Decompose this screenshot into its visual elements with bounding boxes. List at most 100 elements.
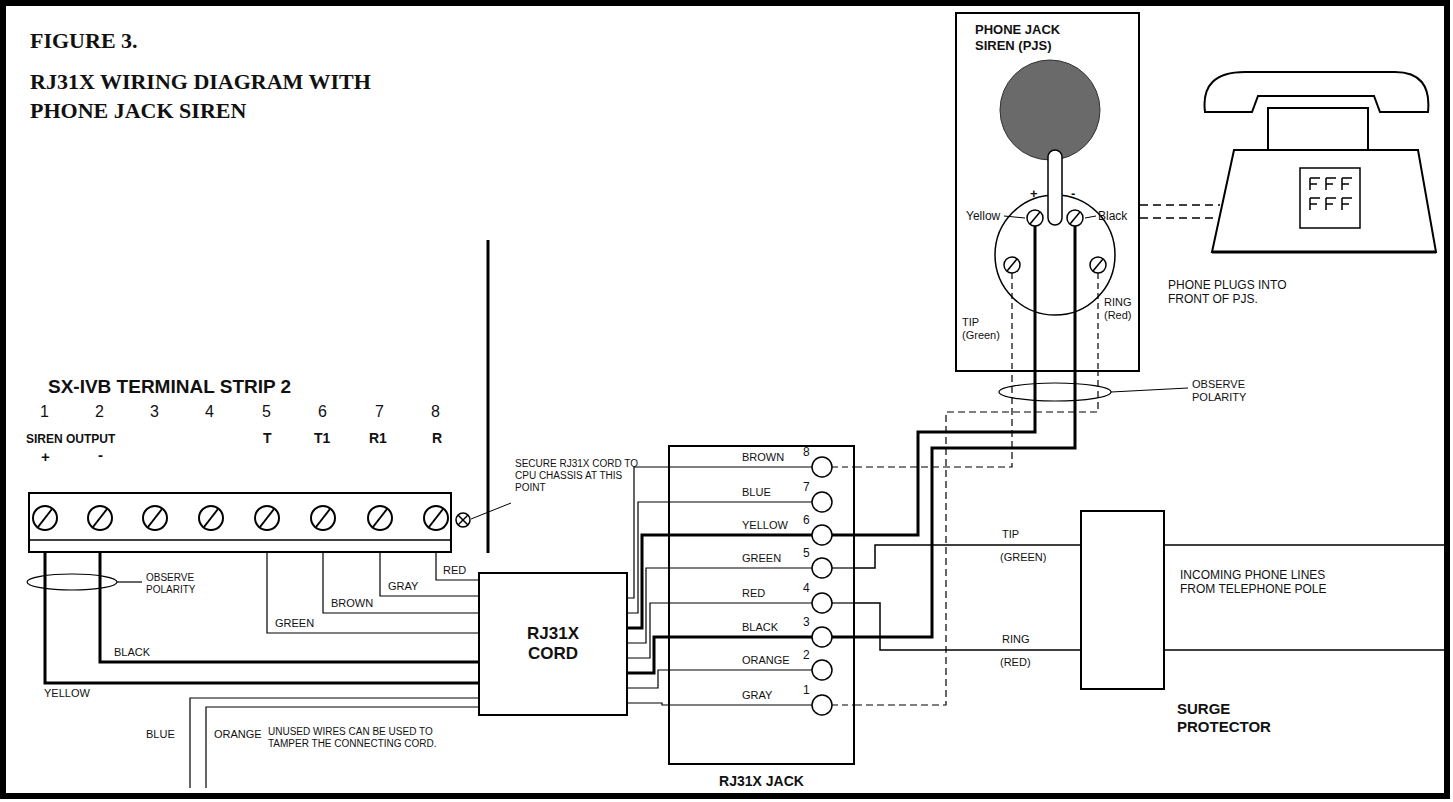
polarity-ellipses bbox=[27, 383, 1188, 590]
unused-wires bbox=[190, 698, 478, 788]
wiring-label: 4 bbox=[205, 402, 214, 421]
siren-wires bbox=[1004, 216, 1098, 372]
wire-connector bbox=[267, 553, 478, 633]
wiring-label: 4 bbox=[803, 581, 810, 595]
wiring-label: 2 bbox=[803, 648, 810, 662]
wiring-label: BROWN bbox=[742, 451, 784, 464]
wiring-label: Black bbox=[1098, 209, 1127, 223]
wiring-label: OBSERVE POLARITY bbox=[146, 572, 221, 596]
wire-color-label: YELLOW bbox=[42, 687, 92, 700]
wire-connector bbox=[855, 372, 1012, 467]
wire-color-label: GREEN bbox=[273, 617, 316, 630]
wire-color-label: BROWN bbox=[329, 597, 375, 610]
wiring-label: 5 bbox=[803, 546, 810, 560]
frame bbox=[3, 3, 1447, 796]
wiring-label: SIREN OUTPUT bbox=[26, 432, 115, 446]
wire-color-label: TIP bbox=[1000, 528, 1021, 541]
wiring-label: 6 bbox=[803, 513, 810, 527]
wiring-label: 2 bbox=[95, 402, 104, 421]
wiring-label: UNUSED WIRES CAN BE USED TO TAMPER THE C… bbox=[268, 726, 458, 750]
wiring-label: GRAY bbox=[742, 689, 772, 702]
wiring-label: BLUE bbox=[742, 486, 771, 499]
telephone bbox=[1205, 72, 1437, 252]
siren-horn bbox=[1000, 60, 1100, 160]
wiring-label: 8 bbox=[803, 445, 810, 459]
phone-jack-siren bbox=[995, 60, 1115, 372]
wire-connector bbox=[628, 502, 668, 613]
wiring-label: - bbox=[1071, 186, 1075, 202]
wiring-label: 1 bbox=[803, 683, 810, 697]
wiring-label: (RED) bbox=[1000, 656, 1031, 669]
wire-connector bbox=[855, 545, 1080, 568]
wiring-label: BLACK bbox=[742, 621, 778, 634]
wire-connector bbox=[628, 568, 668, 643]
wire-connector bbox=[855, 603, 1080, 650]
wiring-label: 6 bbox=[318, 402, 327, 421]
wire-connector bbox=[628, 670, 668, 688]
surge-protector-box: SURGE PROTECTOR bbox=[1080, 510, 1165, 690]
wiring-label: 8 bbox=[431, 402, 440, 421]
wiring-label: 1 bbox=[40, 402, 49, 421]
wiring-label: R1 bbox=[369, 430, 387, 447]
wiring-label: + bbox=[41, 448, 50, 466]
wiring-label: T bbox=[263, 430, 272, 447]
wire-color-label: RED bbox=[441, 564, 468, 577]
outer-frame bbox=[3, 3, 1447, 796]
wiring-label: 7 bbox=[803, 480, 810, 494]
wiring-label: (GREEN) bbox=[1000, 551, 1046, 564]
incoming-lines bbox=[1165, 545, 1444, 650]
wiring-label: 3 bbox=[150, 402, 159, 421]
wire-connector bbox=[436, 553, 478, 580]
terminal-strip: SX-IVB TERMINAL STRIP 2 bbox=[28, 492, 452, 553]
wire-connector bbox=[323, 553, 478, 613]
terminal-screws bbox=[28, 506, 452, 540]
wire-connector bbox=[855, 372, 1035, 535]
wire-color-label: GRAY bbox=[386, 580, 420, 593]
wiring-label: YELLOW bbox=[742, 519, 788, 532]
wire-connector bbox=[380, 553, 478, 596]
diagram-title: RJ31X WIRING DIAGRAM WITH PHONE JACK SIR… bbox=[30, 68, 400, 125]
cord-box: RJ31X CORD bbox=[478, 572, 628, 716]
wiring-label: SECURE RJ31X CORD TO CPU CHASSIS AT THIS… bbox=[515, 458, 650, 494]
jack-internal-wiring bbox=[668, 467, 855, 705]
wiring-label: RED bbox=[742, 587, 765, 600]
node-label: SURGE PROTECTOR bbox=[1177, 700, 1282, 736]
wiring-label: 3 bbox=[803, 615, 810, 629]
phone-cord bbox=[1140, 205, 1220, 218]
wire-connector bbox=[45, 553, 478, 683]
wire-connector bbox=[628, 535, 668, 628]
wire-color-label: BLACK bbox=[112, 646, 152, 659]
wiring-label: 7 bbox=[375, 402, 384, 421]
siren-screws bbox=[1004, 210, 1106, 273]
wiring-label: OBSERVE POLARITY bbox=[1192, 378, 1284, 404]
jack-pins bbox=[812, 457, 832, 715]
wiring-label: FIGURE 3. bbox=[30, 28, 138, 54]
wire-connector bbox=[628, 467, 668, 598]
wiring-label: 5 bbox=[262, 402, 271, 421]
wiring-label: TIP (Green) bbox=[962, 316, 1006, 342]
wiring-label: PHONE PLUGS INTO FRONT OF PJS. bbox=[1168, 278, 1313, 307]
siren-stem bbox=[1048, 150, 1062, 225]
wiring-label: T1 bbox=[314, 430, 330, 447]
wiring-label: BLUE bbox=[146, 728, 175, 741]
node-label: RJ31X CORD bbox=[508, 624, 598, 665]
wiring-label: R bbox=[432, 430, 442, 447]
wiring-label: - bbox=[98, 446, 103, 464]
wire-connector bbox=[628, 603, 668, 658]
wiring-label: INCOMING PHONE LINES FROM TELEPHONE POLE bbox=[1180, 568, 1330, 597]
chassis-screw bbox=[456, 503, 511, 527]
wire-connector bbox=[628, 637, 668, 673]
wire-connector bbox=[628, 703, 668, 705]
wire-connector bbox=[100, 553, 478, 662]
node-label: SX-IVB TERMINAL STRIP 2 bbox=[48, 376, 291, 399]
wiring-label: RING (Red) bbox=[1104, 296, 1138, 322]
wiring-label: Yellow bbox=[966, 209, 1000, 223]
node-label: PHONE JACK SIREN (PJS) bbox=[975, 22, 1100, 53]
chassis-edge bbox=[487, 240, 490, 553]
wiring-label: + bbox=[1030, 186, 1038, 202]
wire-color-label: RING bbox=[1000, 633, 1032, 646]
node-label: RJ31X JACK bbox=[670, 773, 853, 790]
wiring-label: ORANGE bbox=[214, 728, 262, 741]
wire-connector bbox=[855, 372, 1098, 705]
wiring-label: ORANGE bbox=[742, 654, 790, 667]
